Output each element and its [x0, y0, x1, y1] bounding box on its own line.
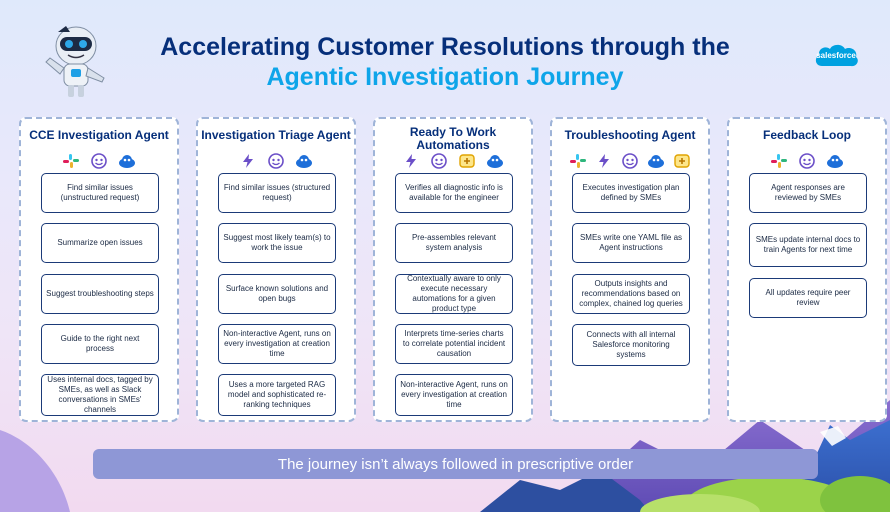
agent-face-icon: [431, 153, 447, 169]
card: Interprets time-series charts to correla…: [395, 324, 513, 364]
icon-row: [198, 153, 354, 169]
column-title: Ready To Work Automations: [409, 125, 497, 152]
card: SMEs write one YAML file as Agent instru…: [572, 223, 690, 263]
lightning-icon: [406, 154, 416, 168]
agent-face-icon: [268, 153, 284, 169]
card: Summarize open issues: [41, 223, 159, 263]
column-title: CCE Investigation Agent: [29, 128, 169, 142]
journey-banner: The journey isn’t always followed in pre…: [93, 449, 818, 479]
lightning-icon: [599, 154, 609, 168]
card: Executes investigation plan defined by S…: [572, 173, 690, 213]
card: Find similar issues (structured request): [218, 173, 336, 213]
icon-row: [552, 153, 708, 169]
slack-icon: [570, 154, 586, 168]
astro-icon: [487, 155, 503, 168]
icon-row: [375, 153, 531, 169]
astro-icon: [648, 155, 664, 168]
salesforce-logo-text: salesforce: [816, 51, 856, 60]
card: Guide to the right next process: [41, 324, 159, 364]
agent-face-icon: [91, 153, 107, 169]
card: Suggest most likely team(s) to work the …: [218, 223, 336, 263]
column-investigation-triage-agent: Investigation Triage Agent Find similar …: [196, 117, 356, 422]
column-ready-to-work-automations: Ready To Work Automations Verifies all d…: [373, 117, 533, 422]
column-cce-investigation-agent: CCE Investigation Agent Find similar iss…: [19, 117, 179, 422]
card: Non-interactive Agent, runs on every inv…: [395, 374, 513, 416]
slack-icon: [63, 154, 79, 168]
card: Uses internal docs, tagged by SMEs, as w…: [41, 374, 159, 416]
astro-mascot: [40, 22, 112, 100]
column-feedback-loop: Feedback Loop Agent responses are review…: [727, 117, 887, 422]
astro-icon: [119, 155, 135, 168]
column-title: Troubleshooting Agent: [564, 128, 696, 142]
card: Find similar issues (unstructured reques…: [41, 173, 159, 213]
title-line-2: Agentic Investigation Journey: [266, 63, 624, 91]
plus-box-icon: [459, 154, 475, 168]
card: Verifies all diagnostic info is availabl…: [395, 173, 513, 213]
agent-face-icon: [622, 153, 638, 169]
agent-face-icon: [799, 153, 815, 169]
icon-row: [21, 153, 177, 169]
card: Surface known solutions and open bugs: [218, 274, 336, 314]
column-troubleshooting-agent: Troubleshooting Agent Executes investiga…: [550, 117, 710, 422]
card: Outputs insights and recommendations bas…: [572, 274, 690, 314]
slack-icon: [771, 154, 787, 168]
astro-icon: [296, 155, 312, 168]
plus-box-icon: [674, 154, 690, 168]
column-title: Feedback Loop: [762, 128, 851, 142]
title-line-1: Accelerating Customer Resolutions throug…: [160, 33, 730, 61]
card: Contextually aware to only execute neces…: [395, 274, 513, 314]
card: Non-interactive Agent, runs on every inv…: [218, 324, 336, 364]
card: SMEs update internal docs to train Agent…: [749, 223, 867, 267]
card: Uses a more targeted RAG model and sophi…: [218, 374, 336, 416]
lightning-icon: [243, 154, 253, 168]
card: Pre-assembles relevant system analysis: [395, 223, 513, 263]
column-title: Investigation Triage Agent: [201, 128, 351, 142]
astro-icon: [827, 155, 843, 168]
card: Suggest troubleshooting steps: [41, 274, 159, 314]
salesforce-logo: salesforce: [812, 40, 860, 72]
card: All updates require peer review: [749, 278, 867, 318]
card: Connects with all internal Salesforce mo…: [572, 324, 690, 366]
icon-row: [729, 153, 885, 169]
card: Agent responses are reviewed by SMEs: [749, 173, 867, 213]
page-title: Accelerating Customer Resolutions throug…: [100, 32, 790, 92]
